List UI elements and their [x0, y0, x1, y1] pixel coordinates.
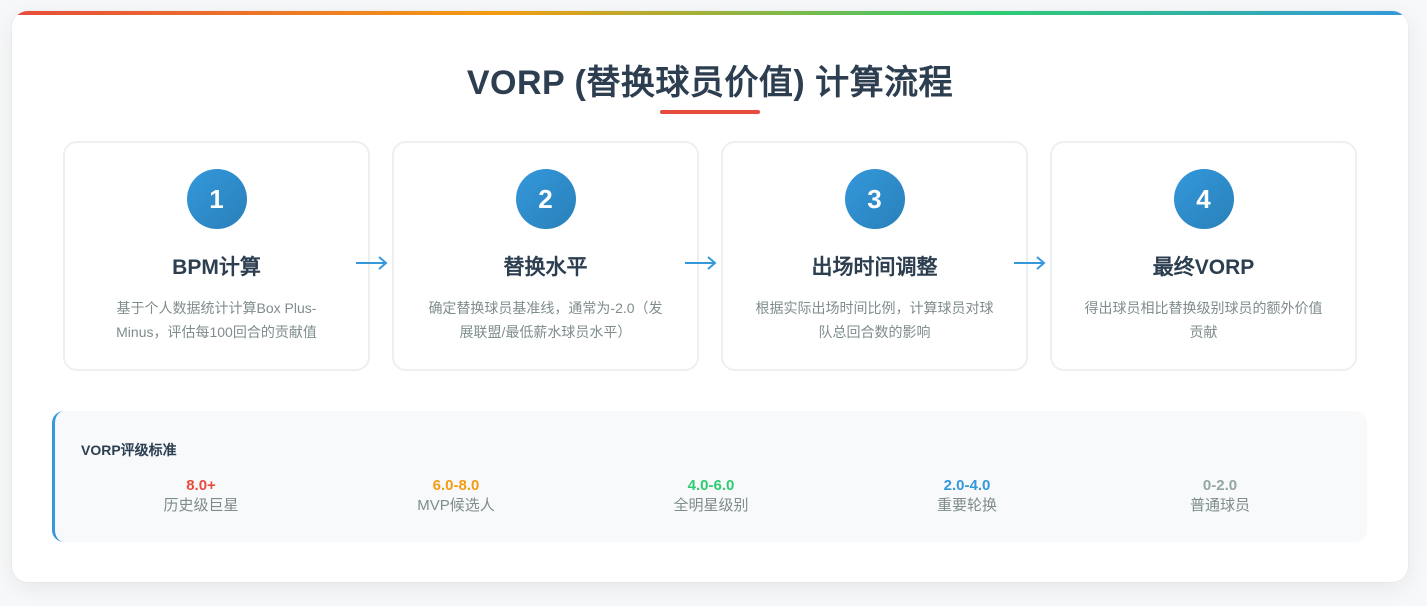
page-title: VORP (替换球员价值) 计算流程: [466, 64, 954, 102]
rating-standards-panel: VORP评级标准 8.0+ 历史级巨星 6.0-8.0 MVP候选人 4.0-6…: [52, 411, 1367, 542]
rating-label: 全明星级别: [673, 497, 749, 514]
step-card-4: 4 最终VORP 得出球员相比替换级别球员的额外价值贡献: [1050, 141, 1357, 371]
rating-item: 0-2.0 普通球员: [1120, 476, 1320, 517]
step-description: 得出球员相比替换级别球员的额外价值贡献: [1084, 300, 1323, 340]
step-title: BPM计算: [172, 256, 261, 279]
rating-range: 2.0-4.0: [943, 477, 991, 494]
vorp-flow-card: VORP (替换球员价值) 计算流程 1 BPM计算 基于个人数据统计计算Box…: [12, 11, 1408, 582]
rating-item: 4.0-6.0 全明星级别: [611, 476, 811, 517]
step-card-3: 3 出场时间调整 根据实际出场时间比例，计算球员对球队总回合数的影响: [721, 141, 1028, 371]
step-card-1: 1 BPM计算 基于个人数据统计计算Box Plus-Minus，评估每100回…: [63, 141, 370, 371]
step-title: 替换水平: [503, 256, 588, 279]
rating-range: 0-2.0: [1202, 477, 1238, 494]
rating-item: 2.0-4.0 重要轮换: [867, 476, 1067, 517]
step-number-badge: 1: [186, 169, 247, 229]
steps-flow: 1 BPM计算 基于个人数据统计计算Box Plus-Minus，评估每100回…: [63, 141, 1358, 371]
rating-label: 普通球员: [1189, 497, 1250, 514]
rating-range: 6.0-8.0: [432, 477, 480, 494]
rating-title: VORP评级标准: [81, 442, 177, 458]
step-description: 确定替换球员基准线，通常为-2.0（发展联盟/最低薪水球员水平）: [428, 300, 663, 340]
rating-range: 8.0+: [186, 477, 216, 494]
arrow-right-icon: [356, 256, 388, 270]
rating-label: 重要轮换: [936, 497, 997, 514]
title-underline: [660, 110, 760, 114]
arrow-right-icon: [685, 256, 717, 270]
gradient-top-bar: [12, 11, 1408, 15]
step-description: 基于个人数据统计计算Box Plus-Minus，评估每100回合的贡献值: [116, 300, 317, 340]
step-card-2: 2 替换水平 确定替换球员基准线，通常为-2.0（发展联盟/最低薪水球员水平）: [392, 141, 699, 371]
rating-item: 8.0+ 历史级巨星: [101, 476, 301, 517]
step-number-badge: 3: [844, 169, 905, 229]
rating-list: 8.0+ 历史级巨星 6.0-8.0 MVP候选人 4.0-6.0 全明星级别 …: [55, 476, 1367, 526]
step-number-badge: 4: [1173, 169, 1234, 229]
step-number-badge: 2: [515, 169, 576, 229]
step-title: 出场时间调整: [811, 256, 938, 279]
rating-item: 6.0-8.0 MVP候选人: [356, 476, 556, 517]
step-description: 根据实际出场时间比例，计算球员对球队总回合数的影响: [755, 300, 994, 340]
arrow-right-icon: [1014, 256, 1046, 270]
rating-label: MVP候选人: [417, 497, 495, 514]
rating-range: 4.0-6.0: [687, 477, 735, 494]
step-title: 最终VORP: [1152, 256, 1255, 279]
rating-label: 历史级巨星: [163, 497, 239, 514]
